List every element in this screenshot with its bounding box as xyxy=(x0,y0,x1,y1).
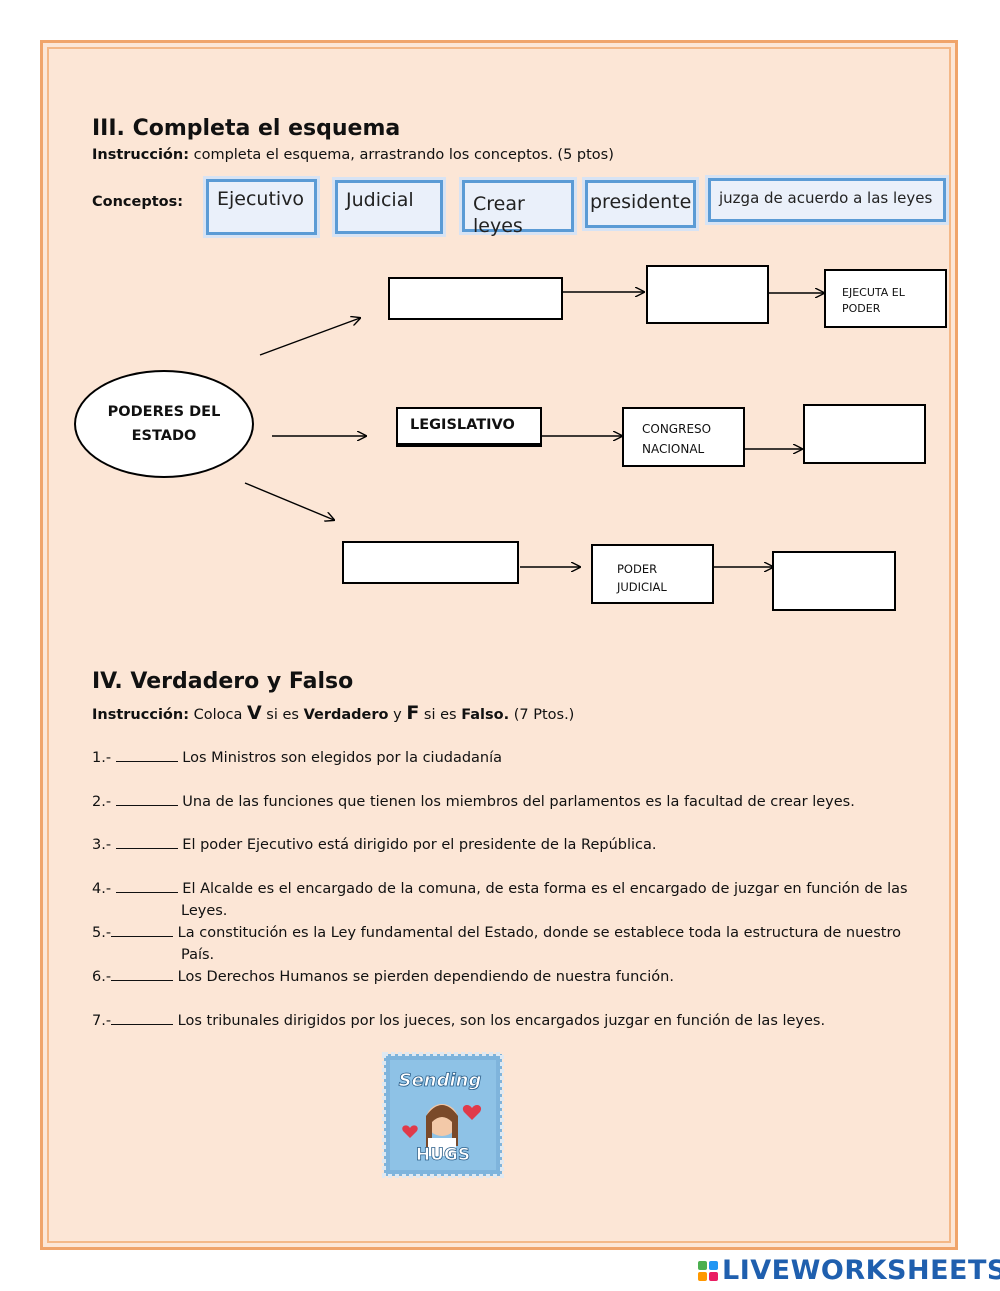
tf-item-2: 2.- Una de las funciones que tienen los … xyxy=(92,791,855,813)
liveworksheets-logo[interactable]: LIVEWORKSHEETS xyxy=(698,1255,1000,1286)
liveworksheets-logo-icon xyxy=(698,1260,718,1281)
tf-item-3: 3.- El poder Ejecutivo está dirigido por… xyxy=(92,834,657,856)
arrow-root-to-bottom xyxy=(244,482,334,520)
tf-answer-3[interactable] xyxy=(115,834,178,849)
concepts-label: Conceptos: xyxy=(92,194,184,210)
section-3-title: III. Completa el esquema xyxy=(92,116,401,141)
tf-item-6: 6.- Los Derechos Humanos se pierden depe… xyxy=(92,966,674,988)
heart-icon xyxy=(462,1105,482,1120)
tf-answer-1[interactable] xyxy=(115,747,178,762)
concept-chip-presidente[interactable]: presidente xyxy=(585,180,696,228)
section-3-instruction: Instrucción: completa el esquema, arrast… xyxy=(92,147,614,163)
sticker-shirt xyxy=(428,1138,456,1156)
tf-answer-2[interactable] xyxy=(115,791,178,806)
tf-answer-4[interactable] xyxy=(115,878,178,893)
section-4-title: IV. Verdadero y Falso xyxy=(92,669,354,694)
heart-icon xyxy=(402,1125,418,1138)
sticker-text-sending: Sending xyxy=(399,1070,482,1091)
sticker-hair xyxy=(426,1105,458,1152)
concept-chip-crear-leyes[interactable]: Crear leyes xyxy=(462,180,574,237)
concept-chip-judicial[interactable]: Judicial xyxy=(335,180,443,234)
tf-answer-5[interactable] xyxy=(111,922,174,937)
node-legislativo: LEGISLATIVO xyxy=(396,407,542,447)
drop-box-row3-start[interactable] xyxy=(342,541,519,584)
instruction-text: completa el esquema, arrastrando los con… xyxy=(189,147,614,163)
tf-item-4: 4.- El Alcalde es el encargado de la com… xyxy=(92,878,922,922)
drop-box-row3-end[interactable] xyxy=(772,551,896,611)
tf-item-1: 1.- Los Ministros son elegidos por la ci… xyxy=(92,747,502,769)
tf-item-7: 7.- Los tribunales dirigidos por los jue… xyxy=(92,1010,825,1032)
worksheet-page xyxy=(40,40,958,1250)
tf-answer-7[interactable] xyxy=(111,1010,174,1025)
section-4-instruction: Instrucción: Coloca V si es Verdadero y … xyxy=(92,702,575,724)
drop-box-row1-mid[interactable] xyxy=(646,265,769,324)
drop-box-row2-end[interactable] xyxy=(803,404,926,464)
sticker-text-hugs: HUGS xyxy=(416,1145,470,1165)
tf-item-5: 5.- La constitución es la Ley fundamenta… xyxy=(92,922,922,966)
instruction-label: Instrucción: xyxy=(92,147,189,163)
concept-chip-juzga[interactable]: juzga de acuerdo a las leyes xyxy=(708,178,946,222)
drop-box-row1-start[interactable] xyxy=(388,277,563,320)
diagram-arrows xyxy=(244,0,1000,660)
concept-chip-ejecutivo[interactable]: Ejecutivo xyxy=(206,179,317,235)
tf-answer-6[interactable] xyxy=(111,966,174,981)
arrow-root-to-top xyxy=(259,318,360,356)
logo-text: LIVEWORKSHEETS xyxy=(722,1255,1000,1286)
sending-hugs-sticker: Sending HUGS xyxy=(382,1052,504,1178)
